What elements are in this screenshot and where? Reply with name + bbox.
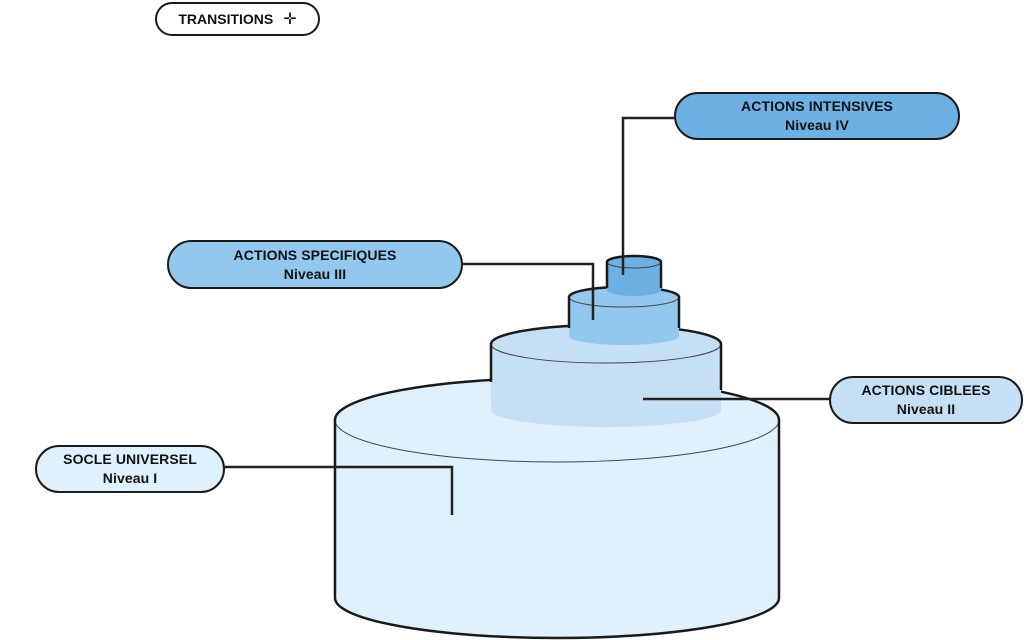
connector-level-1 [223,465,454,515]
level-4-title: ACTIONS INTENSIVES [741,98,893,114]
level-4-subtitle: Niveau IV [785,117,849,133]
level-3-title: ACTIONS SPECIFIQUES [233,246,397,263]
connector-level-3 [462,262,595,320]
level-2-label: ACTIONS CIBLEES Niveau II [829,376,1023,424]
level-3-subtitle: Niveau III [283,265,347,282]
tier-3-cylinder [567,285,681,345]
tier-4-cylinder [605,254,663,296]
level-4-label: ACTIONS INTENSIVES Niveau IV [674,92,960,140]
level-2-title: ACTIONS CIBLEES [861,382,991,398]
transitions-label: TRANSITIONS [178,11,274,27]
level-1-label: SOCLE UNIVERSEL Niveau I [35,445,225,493]
level-1-title: SOCLE UNIVERSEL [63,451,197,467]
transitions-button[interactable]: TRANSITIONS ✛ [155,2,320,36]
move-arrows-icon: ✛ [283,11,297,28]
level-1-subtitle: Niveau I [102,470,158,486]
level-3-label: ACTIONS SPECIFIQUES Niveau III [167,240,463,289]
connector-level-4 [621,116,676,275]
level-2-subtitle: Niveau II [896,401,956,417]
